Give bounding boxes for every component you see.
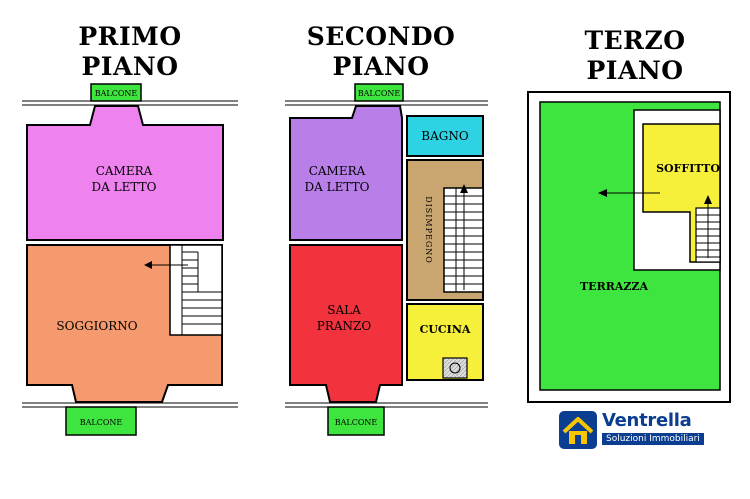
bathroom-label: BAGNO bbox=[421, 129, 469, 143]
kitchen-label: CUCINA bbox=[420, 323, 471, 336]
title-second-floor-line2: PIANO bbox=[332, 52, 430, 81]
balcony-bottom bbox=[65, 406, 137, 436]
house-logo-icon bbox=[559, 411, 597, 449]
living-label: SOGGIORNO bbox=[56, 319, 137, 333]
room-dining bbox=[289, 244, 403, 403]
balcony-top bbox=[90, 83, 142, 102]
title-second-floor: SECONDO PIANO bbox=[296, 22, 466, 82]
balcony-top bbox=[354, 83, 404, 102]
stair-steps bbox=[181, 245, 222, 335]
stair-arrow-head bbox=[460, 184, 468, 193]
balcony-top-label: BALCONE bbox=[95, 89, 138, 98]
hallway-label: DISIMPEGNO bbox=[424, 196, 433, 264]
title-first-floor-line1: PRIMO bbox=[78, 22, 182, 51]
title-first-floor: PRIMO PIANO bbox=[55, 22, 205, 82]
brand-logo: Ventrella Soluzioni Immobiliari bbox=[558, 408, 708, 454]
logo-name: Ventrella bbox=[602, 410, 692, 431]
bedroom-label-line2: DA LETTO bbox=[92, 180, 157, 194]
room-bedroom bbox=[26, 105, 224, 241]
balcony-top-label: BALCONE bbox=[358, 89, 401, 98]
exit-arrow-head bbox=[598, 189, 607, 197]
stair-arrow-head bbox=[704, 195, 712, 204]
plan-second-floor: BALCONE BALCONE CAMERA DA LETTO SALA PRA… bbox=[285, 83, 488, 436]
plan-first-floor: BALCONE BALCONE CAMERA DA LETTO SOGGIORN… bbox=[22, 83, 238, 436]
room-bedroom bbox=[289, 105, 403, 241]
title-third-floor: TERZO PIANO bbox=[560, 26, 710, 86]
attic-label: SOFFITTO bbox=[656, 162, 720, 175]
logo-tagline: Soluzioni Immobiliari bbox=[602, 433, 704, 445]
chimney-icon bbox=[449, 362, 461, 374]
balcony-bottom-label: BALCONE bbox=[80, 418, 123, 427]
dining-label-line2: PRANZO bbox=[317, 319, 372, 333]
room-bathroom bbox=[406, 115, 484, 157]
title-third-floor-line1: TERZO bbox=[584, 26, 686, 55]
balcony-bottom bbox=[327, 406, 385, 436]
terrace-label: TERRAZZA bbox=[580, 280, 648, 293]
stair-arrow-head bbox=[144, 261, 152, 269]
balcony-bottom-label: BALCONE bbox=[335, 418, 378, 427]
kitchen-chimney bbox=[442, 357, 468, 379]
title-first-floor-line2: PIANO bbox=[81, 52, 179, 81]
bedroom-label-line2: DA LETTO bbox=[305, 180, 370, 194]
title-third-floor-line2: PIANO bbox=[586, 56, 684, 85]
bedroom-label-line1: CAMERA bbox=[96, 164, 153, 178]
plan-third-floor: TERRAZZA SOFFITTO bbox=[527, 91, 731, 403]
bedroom-label-line1: CAMERA bbox=[309, 164, 366, 178]
dining-label-line1: SALA bbox=[327, 303, 361, 317]
title-second-floor-line1: SECONDO bbox=[306, 22, 456, 51]
stairs bbox=[169, 244, 223, 336]
